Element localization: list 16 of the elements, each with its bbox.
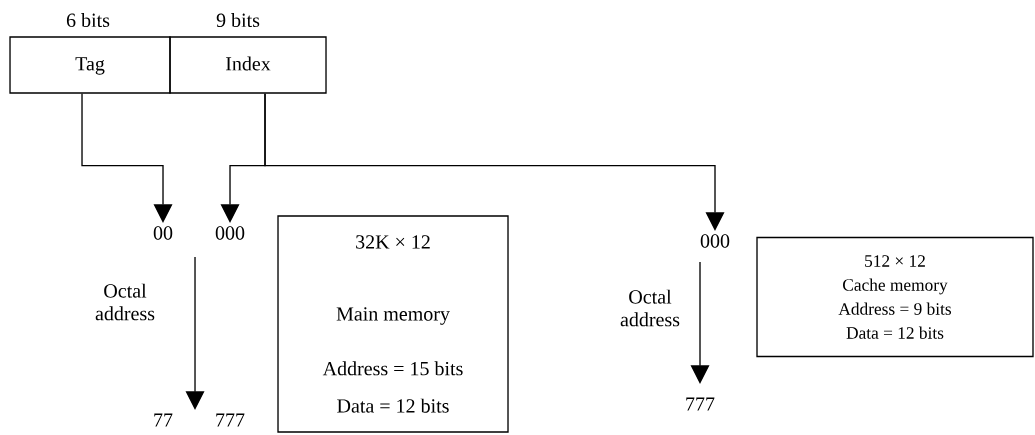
arrow bbox=[264, 93, 725, 231]
address-field: Index bbox=[169, 36, 327, 94]
address-value: 777 bbox=[686, 397, 715, 411]
axis-label: Octal address bbox=[620, 289, 680, 327]
memory-box: 512 × 12 Cache memory Address = 9 bits Data = 12 bits bbox=[756, 236, 1034, 358]
address-value: 000 bbox=[700, 234, 730, 248]
address-value: 777 bbox=[216, 413, 245, 427]
bit-width-label: 6 bits bbox=[66, 13, 110, 28]
axis-label: Octal address bbox=[95, 283, 155, 321]
address-value: 000 bbox=[215, 226, 245, 240]
address-value: 00 bbox=[153, 226, 173, 240]
bit-width-label: 9 bits bbox=[216, 13, 260, 28]
arrow bbox=[81, 93, 173, 223]
address-value: 77 bbox=[154, 413, 173, 427]
address-field: Tag bbox=[9, 36, 171, 94]
memory-box: 32K × 12 Main memory Address = 15 bits Data = 12 bits bbox=[277, 215, 509, 433]
